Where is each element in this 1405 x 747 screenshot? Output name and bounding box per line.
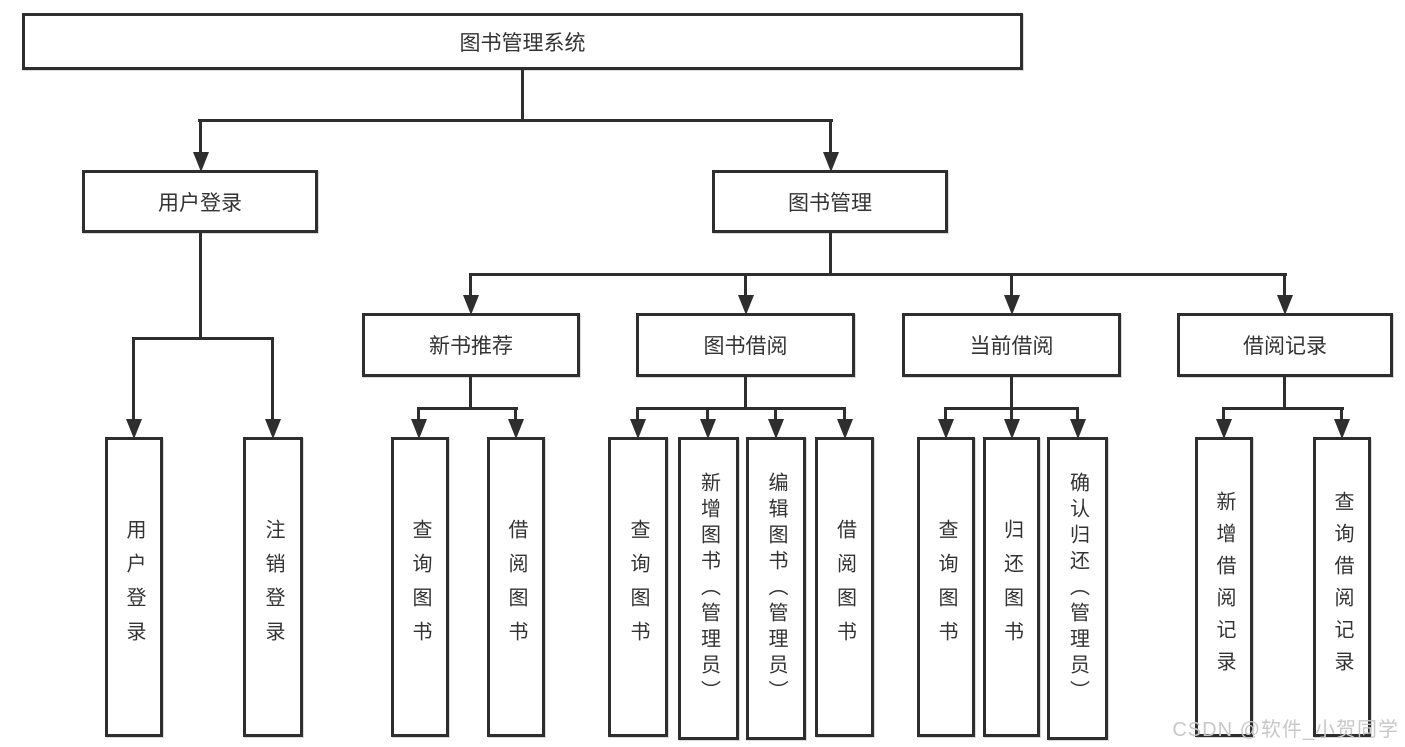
node-edit-book-admin: 编辑图书（管理员） [746, 437, 806, 740]
node-current-borrowing: 当前借阅 [902, 313, 1121, 377]
connector-line [1010, 377, 1013, 410]
arrow-down-icon [829, 119, 832, 172]
connector-line [469, 273, 1287, 276]
connector-line [521, 69, 524, 122]
connector-line [199, 233, 202, 340]
node-user-login: 用户登录 [82, 170, 318, 233]
arrow-down-icon [774, 407, 777, 439]
connector-line [829, 233, 832, 276]
arrow-down-icon [706, 407, 709, 439]
node-book-borrowing: 图书借阅 [636, 313, 855, 377]
arrow-down-icon [132, 337, 135, 439]
node-book-management: 图书管理 [712, 170, 948, 233]
node-user-login-action: 用户登录 [105, 437, 163, 737]
node-confirm-return-admin: 确认归还（管理员） [1047, 437, 1108, 740]
arrow-down-icon [469, 273, 472, 315]
connector-line [1222, 407, 1344, 410]
node-query-books-current: 查询图书 [917, 437, 975, 737]
arrow-down-icon [1222, 407, 1225, 439]
arrow-down-icon [944, 407, 947, 439]
connector-line [469, 377, 472, 410]
node-borrow-books-action: 借阅图书 [815, 437, 874, 737]
node-return-book: 归还图书 [983, 437, 1040, 737]
node-logout-action: 注销登录 [243, 437, 303, 737]
node-borrow-books-recommend: 借阅图书 [487, 437, 545, 737]
connector-line [1283, 377, 1286, 410]
csdn-watermark: CSDN @软件_小贺同学 [1172, 719, 1399, 741]
arrow-down-icon [1340, 407, 1343, 439]
node-library-system: 图书管理系统 [22, 13, 1023, 70]
arrow-down-icon [1010, 407, 1013, 439]
node-query-borrow-record: 查询借阅记录 [1313, 437, 1371, 737]
arrow-down-icon [271, 337, 274, 439]
connector-line [744, 377, 747, 410]
node-query-books-recommend: 查询图书 [391, 437, 449, 737]
connector-line [198, 119, 833, 122]
arrow-down-icon [744, 273, 747, 315]
node-add-book-admin: 新增图书（管理员） [678, 437, 739, 740]
connector-line [636, 407, 846, 410]
connector-line [132, 337, 274, 340]
arrow-down-icon [636, 407, 639, 439]
arrow-down-icon [1010, 273, 1013, 315]
arrow-down-icon [199, 119, 202, 172]
node-borrowing-records: 借阅记录 [1177, 313, 1393, 377]
arrow-down-icon [843, 407, 846, 439]
arrow-down-icon [514, 407, 517, 439]
node-add-borrow-record: 新增借阅记录 [1195, 437, 1253, 737]
connector-line [417, 407, 518, 410]
arrow-down-icon [417, 407, 420, 439]
node-new-book-recommend: 新书推荐 [362, 313, 580, 377]
arrow-down-icon [1076, 407, 1079, 439]
node-query-books-borrow: 查询图书 [608, 437, 668, 737]
arrow-down-icon [1283, 273, 1286, 315]
